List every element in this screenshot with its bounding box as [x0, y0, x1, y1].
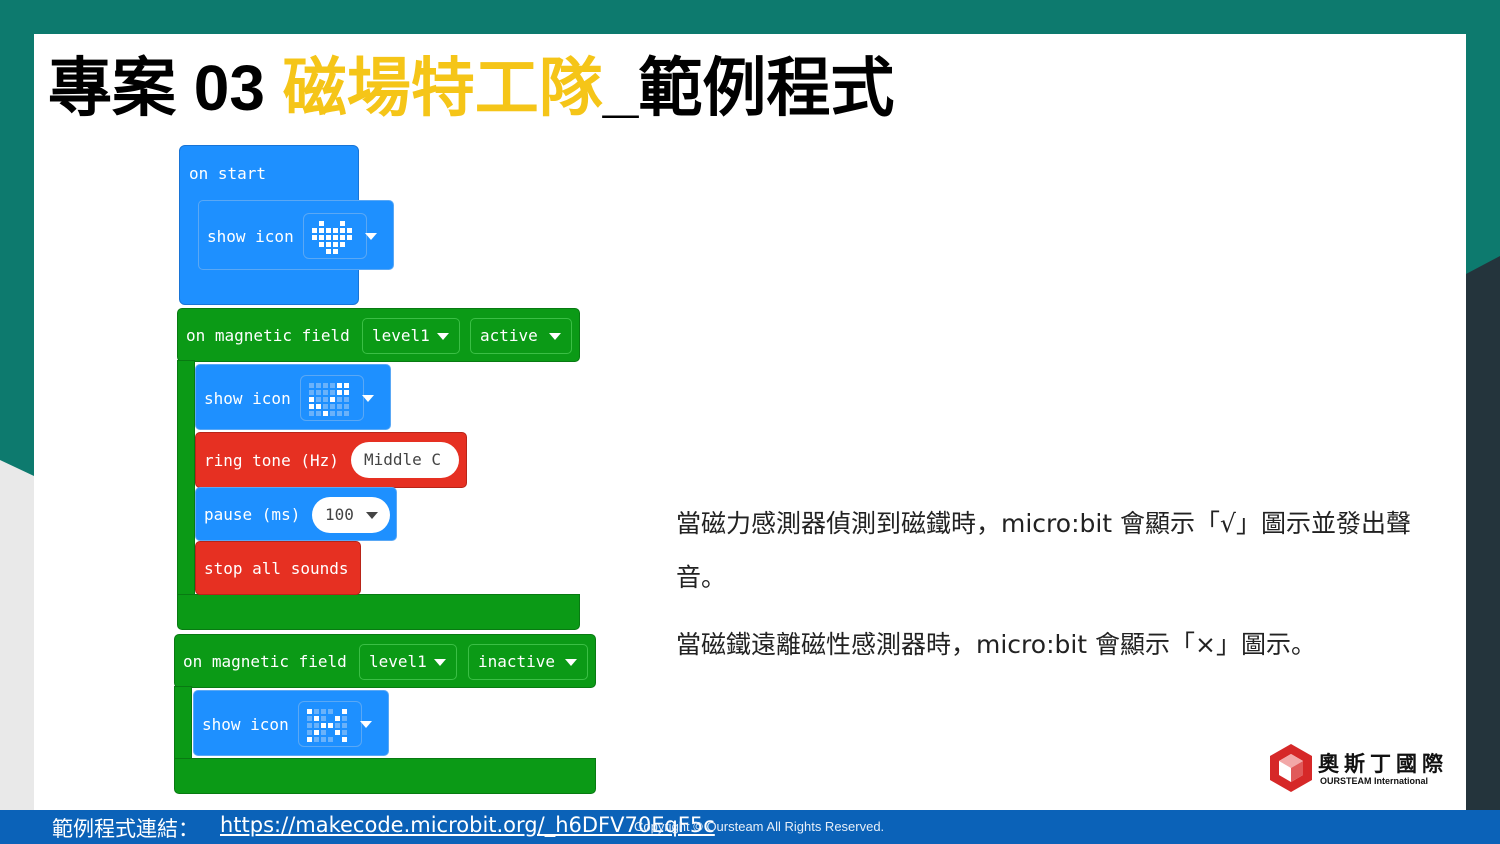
show-icon-check-block[interactable]: show icon [195, 364, 391, 430]
chevron-down-icon [366, 512, 378, 519]
heart-icon [312, 221, 352, 254]
chevron-down-icon [437, 333, 449, 340]
state-value: active [480, 326, 538, 345]
chevron-down-icon [549, 333, 561, 340]
magnetic-inactive-footer [174, 758, 596, 794]
pause-value: 100 [325, 505, 354, 524]
magnetic-inactive-label: on magnetic field [183, 652, 347, 671]
logo-name: 奧斯丁國際 [1318, 752, 1448, 776]
company-logo: 奧斯丁國際 OURSTEAM International [1268, 742, 1458, 794]
check-icon [309, 383, 349, 416]
show-icon-heart-block[interactable]: show icon [198, 200, 394, 270]
note-picker[interactable]: Middle C [351, 442, 459, 478]
chevron-down-icon[interactable] [362, 395, 374, 402]
title-part-2: _範例程式 [602, 52, 895, 124]
note-value: Middle C [364, 450, 442, 469]
footer-bar: 範例程式連結： https://makecode.microbit.org/_h… [0, 810, 1500, 844]
pause-label: pause (ms) [204, 505, 301, 524]
state-dropdown[interactable]: inactive [468, 644, 588, 680]
title-highlight: 磁場特工隊 [282, 52, 603, 124]
logo-subtitle: OURSTEAM International [1320, 776, 1429, 786]
magnetic-active-footer [177, 594, 580, 630]
level-dropdown[interactable]: level1 [362, 318, 460, 354]
ring-tone-label: ring tone (Hz) [204, 451, 339, 470]
magnetic-inactive-block[interactable]: on magnetic field level1 inactive [174, 634, 596, 688]
pause-block[interactable]: pause (ms) 100 [195, 487, 397, 541]
slide-title: 專案 03 磁場特工隊_範例程式 [48, 48, 894, 128]
ring-tone-block[interactable]: ring tone (Hz) Middle C [195, 432, 467, 488]
icon-picker[interactable] [303, 213, 367, 259]
chevron-down-icon [565, 659, 577, 666]
pause-value-dropdown[interactable]: 100 [312, 497, 390, 533]
level-value: level1 [369, 652, 427, 671]
magnetic-active-label: on magnetic field [186, 326, 350, 345]
magnetic-active-block[interactable]: on magnetic field level1 active [177, 308, 580, 362]
stop-all-sounds-block[interactable]: stop all sounds [195, 541, 361, 595]
on-start-label: on start [189, 164, 267, 183]
magnetic-active-body [177, 360, 195, 600]
show-icon-label: show icon [204, 389, 291, 408]
copyright-text: Copyright © Oursteam All Rights Reserved… [634, 819, 885, 834]
icon-picker[interactable] [298, 701, 362, 747]
x-icon [307, 709, 347, 742]
show-icon-label: show icon [207, 227, 294, 246]
description-line-1: 當磁力感測器偵測到磁鐵時，micro:bit 會顯示「√」圖示並發出聲音。 [676, 509, 1411, 592]
level-dropdown[interactable]: level1 [359, 644, 457, 680]
title-part-1: 專案 03 [48, 52, 283, 124]
example-program-link[interactable]: https://makecode.microbit.org/_h6DFV70Eq… [220, 813, 715, 837]
level-value: level1 [372, 326, 430, 345]
description-line-2: 當磁鐵遠離磁性感測器時，micro:bit 會顯示「×」圖示。 [676, 630, 1317, 659]
magnetic-inactive-body [174, 686, 192, 766]
state-value: inactive [478, 652, 556, 671]
footer-label: 範例程式連結： [52, 817, 199, 841]
chevron-down-icon [434, 659, 446, 666]
cube-logo-icon [1270, 744, 1312, 792]
chevron-down-icon[interactable] [360, 721, 372, 728]
state-dropdown[interactable]: active [470, 318, 572, 354]
show-icon-label: show icon [202, 715, 289, 734]
chevron-down-icon[interactable] [365, 233, 377, 240]
icon-picker[interactable] [300, 375, 364, 421]
show-icon-x-block[interactable]: show icon [193, 690, 389, 756]
stop-all-sounds-label: stop all sounds [204, 559, 349, 578]
